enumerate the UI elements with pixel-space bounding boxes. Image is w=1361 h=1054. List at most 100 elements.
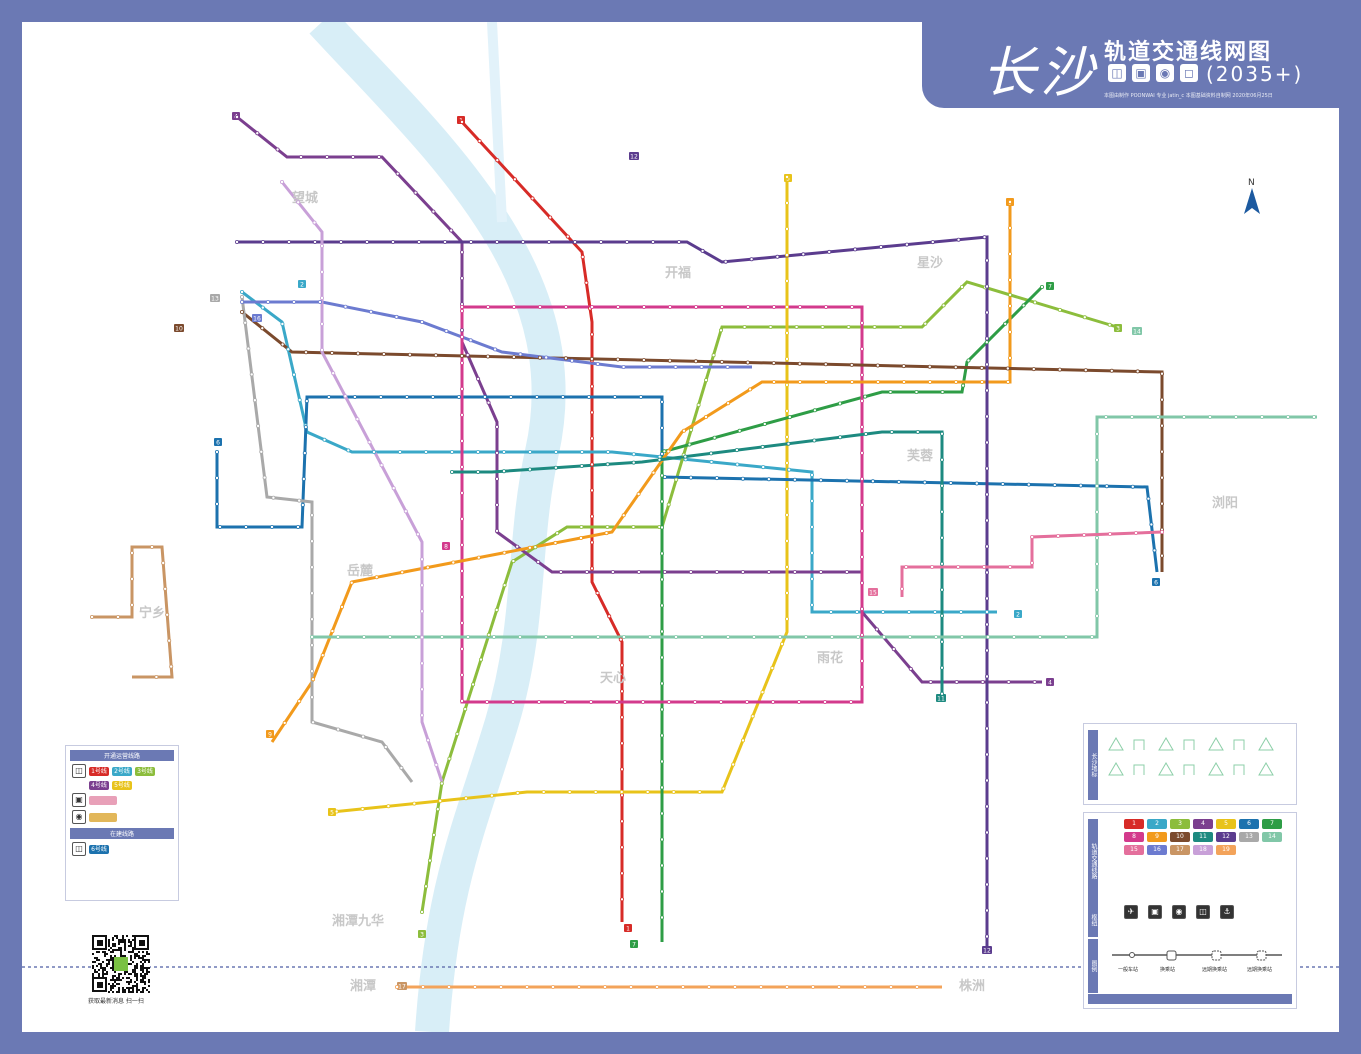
station[interactable] <box>620 741 625 746</box>
station[interactable] <box>511 304 516 309</box>
station[interactable] <box>860 633 865 638</box>
station[interactable] <box>510 700 515 705</box>
station[interactable] <box>271 495 276 500</box>
station[interactable] <box>494 502 499 507</box>
station[interactable] <box>667 700 672 705</box>
station[interactable] <box>824 304 829 309</box>
station[interactable] <box>486 400 491 405</box>
station[interactable] <box>130 577 135 582</box>
station[interactable] <box>1003 321 1008 326</box>
station[interactable] <box>616 304 621 309</box>
station[interactable] <box>930 240 935 245</box>
station[interactable] <box>447 756 452 761</box>
station[interactable] <box>390 239 395 244</box>
station[interactable] <box>1108 531 1113 536</box>
station[interactable] <box>374 575 379 580</box>
station[interactable] <box>651 470 656 475</box>
station[interactable] <box>606 449 611 454</box>
station[interactable] <box>933 610 938 615</box>
station[interactable] <box>451 560 456 565</box>
qr-code[interactable] <box>92 935 150 993</box>
station[interactable] <box>346 448 351 453</box>
station[interactable] <box>482 394 487 399</box>
station[interactable] <box>959 610 964 615</box>
station[interactable] <box>638 394 643 399</box>
station[interactable] <box>810 498 815 503</box>
station[interactable] <box>537 700 542 705</box>
station[interactable] <box>324 154 329 159</box>
station[interactable] <box>379 463 384 468</box>
station[interactable] <box>636 491 641 496</box>
station[interactable] <box>860 346 865 351</box>
station[interactable] <box>662 475 667 480</box>
station[interactable] <box>217 524 222 529</box>
station[interactable] <box>752 635 757 640</box>
station[interactable] <box>570 635 575 640</box>
station[interactable] <box>400 570 405 575</box>
station[interactable] <box>309 695 314 700</box>
station[interactable] <box>265 299 270 304</box>
station[interactable] <box>326 394 331 399</box>
station[interactable] <box>309 635 314 640</box>
station[interactable] <box>343 304 348 309</box>
station[interactable] <box>459 569 464 574</box>
station[interactable] <box>954 680 959 685</box>
station[interactable] <box>863 394 868 399</box>
station[interactable] <box>677 239 682 244</box>
station[interactable] <box>303 425 308 430</box>
station[interactable] <box>459 647 464 652</box>
station[interactable] <box>846 324 851 329</box>
station[interactable] <box>940 561 945 566</box>
station[interactable] <box>485 304 490 309</box>
station[interactable] <box>982 235 987 240</box>
station[interactable] <box>530 196 535 201</box>
station[interactable] <box>629 985 634 990</box>
station[interactable] <box>433 353 438 358</box>
station[interactable] <box>1286 414 1291 419</box>
station[interactable] <box>1104 484 1109 489</box>
station[interactable] <box>590 488 595 493</box>
station[interactable] <box>589 356 594 361</box>
station[interactable] <box>355 351 360 356</box>
station[interactable] <box>319 269 324 274</box>
station[interactable] <box>1182 414 1187 419</box>
station[interactable] <box>948 480 953 485</box>
station[interactable] <box>275 147 280 152</box>
station[interactable] <box>797 700 802 705</box>
station[interactable] <box>279 179 284 184</box>
station[interactable] <box>660 629 665 634</box>
station[interactable] <box>260 239 265 244</box>
station[interactable] <box>459 412 464 417</box>
station[interactable] <box>985 388 990 393</box>
station[interactable] <box>714 476 719 481</box>
station[interactable] <box>493 347 498 352</box>
station[interactable] <box>688 475 693 480</box>
station[interactable] <box>610 570 615 575</box>
station[interactable] <box>553 465 558 470</box>
station[interactable] <box>745 360 750 365</box>
station[interactable] <box>563 356 568 361</box>
station[interactable] <box>508 394 513 399</box>
station[interactable] <box>1104 414 1109 419</box>
station[interactable] <box>960 284 965 289</box>
station[interactable] <box>770 666 775 671</box>
station[interactable] <box>1160 423 1165 428</box>
station[interactable] <box>501 449 506 454</box>
station[interactable] <box>785 486 790 491</box>
station[interactable] <box>1082 532 1087 537</box>
station[interactable] <box>286 347 291 352</box>
station[interactable] <box>870 479 875 484</box>
station[interactable] <box>478 657 483 662</box>
station[interactable] <box>879 244 884 249</box>
station[interactable] <box>395 171 400 176</box>
station[interactable] <box>420 985 425 990</box>
station[interactable] <box>896 479 901 484</box>
station[interactable] <box>772 379 777 384</box>
station[interactable] <box>785 434 790 439</box>
station[interactable] <box>336 727 341 732</box>
station[interactable] <box>785 460 790 465</box>
station[interactable] <box>381 352 386 357</box>
station[interactable] <box>376 154 381 159</box>
station[interactable] <box>455 731 460 736</box>
station[interactable] <box>719 328 724 333</box>
